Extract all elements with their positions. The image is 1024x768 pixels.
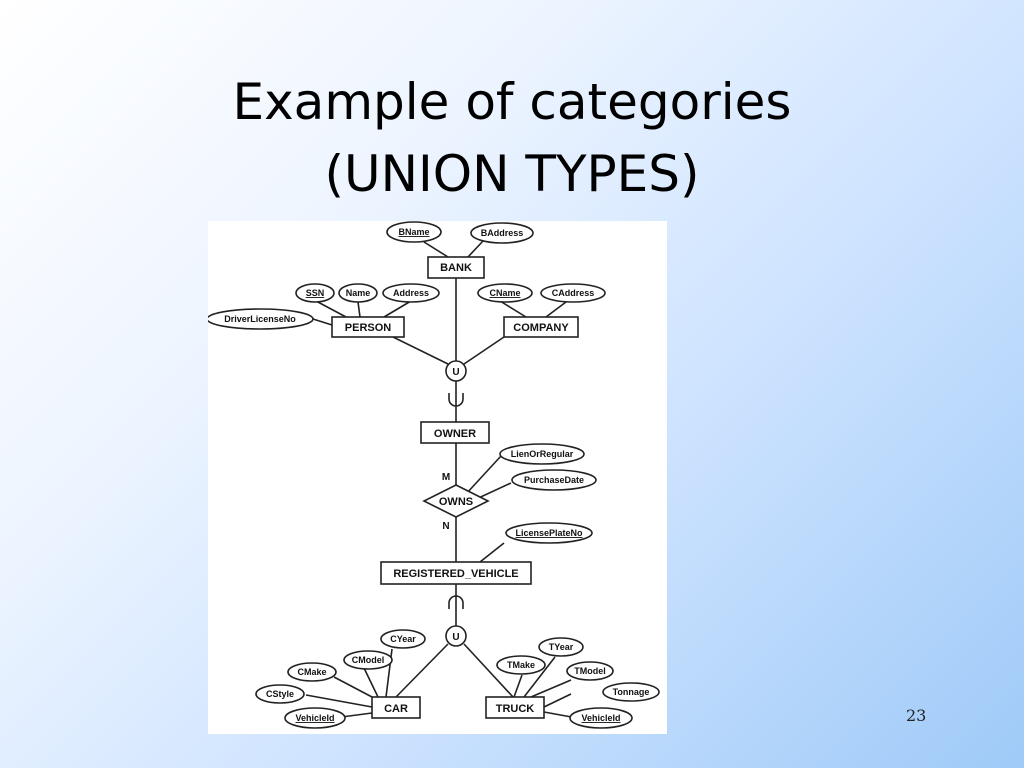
attr-tyear-label: TYear bbox=[549, 642, 574, 652]
attr-baddress-ellipse bbox=[470, 222, 534, 244]
connector bbox=[392, 336, 449, 365]
attr-name-label: Name bbox=[346, 288, 371, 298]
connector bbox=[463, 643, 514, 698]
relationship-owns-label: OWNS bbox=[439, 496, 473, 508]
connector bbox=[523, 656, 556, 698]
attr-lien-or-regular-label: LienOrRegular bbox=[511, 449, 574, 459]
connector bbox=[463, 336, 505, 365]
cardinality-m: M bbox=[442, 472, 450, 483]
subset-symbol-owner bbox=[448, 393, 464, 407]
entity-owner-label: OWNER bbox=[434, 428, 476, 440]
attr-address-ellipse bbox=[382, 283, 440, 303]
attr-cname-label: CName bbox=[489, 288, 520, 298]
union-circle-vehicle bbox=[445, 625, 467, 647]
attr-purchase-date-label: PurchaseDate bbox=[524, 475, 584, 485]
union-symbol-vehicle: U bbox=[452, 632, 459, 643]
slide-title-line-1: Example of categories bbox=[232, 73, 792, 131]
entity-registered-vehicle-box bbox=[380, 561, 532, 585]
attr-driver-license-label: DriverLicenseNo bbox=[224, 314, 296, 324]
entity-car-label: CAR bbox=[384, 703, 408, 715]
attr-lien-or-regular-ellipse bbox=[499, 443, 585, 465]
er-diagram: BANK PERSON COMPANY OWNER REGISTERED_VEH… bbox=[208, 221, 667, 734]
entity-registered-vehicle-label: REGISTERED_VEHICLE bbox=[393, 568, 518, 580]
attr-cyear-label: CYear bbox=[390, 634, 416, 644]
attr-car-vehicle-id-label: VehicleId bbox=[295, 713, 334, 723]
attr-caddress-ellipse bbox=[540, 283, 606, 303]
slide-title: Example of categories (UNION TYPES) bbox=[0, 66, 1024, 210]
attr-cname-ellipse bbox=[477, 283, 533, 303]
attr-car-vehicle-id-ellipse bbox=[284, 707, 346, 729]
connector bbox=[383, 300, 412, 318]
attr-cstyle-ellipse bbox=[255, 684, 305, 704]
entity-company-box bbox=[503, 316, 579, 338]
entity-company-label: COMPANY bbox=[513, 322, 569, 334]
attr-cstyle-label: CStyle bbox=[266, 689, 294, 699]
attr-tmake-label: TMake bbox=[507, 660, 535, 670]
entity-truck-label: TRUCK bbox=[496, 703, 535, 715]
entity-truck-box bbox=[485, 696, 545, 719]
connector bbox=[305, 694, 373, 708]
attr-truck-vehicle-id-label: VehicleId bbox=[581, 713, 620, 723]
attr-cmake-label: CMake bbox=[297, 667, 326, 677]
attr-tonnage-label: Tonnage bbox=[613, 687, 650, 697]
connector bbox=[312, 318, 333, 326]
attr-purchase-date-ellipse bbox=[511, 469, 597, 491]
attr-tonnage-ellipse bbox=[602, 682, 660, 702]
cardinality-n: N bbox=[442, 521, 449, 532]
connector bbox=[499, 300, 527, 318]
attr-caddress-label: CAddress bbox=[552, 288, 595, 298]
slide-title-line-2: (UNION TYPES) bbox=[324, 145, 700, 203]
union-circle-owner bbox=[445, 360, 467, 382]
connector bbox=[363, 667, 379, 698]
entity-bank-label: BANK bbox=[440, 262, 472, 274]
attr-ssn-ellipse bbox=[295, 283, 335, 303]
connector bbox=[545, 301, 567, 318]
attr-cmake-ellipse bbox=[287, 662, 337, 682]
union-symbol-owner: U bbox=[452, 367, 459, 378]
connector bbox=[530, 679, 572, 698]
attr-ssn-label: SSN bbox=[306, 288, 325, 298]
entity-bank-box bbox=[427, 256, 485, 279]
entity-person-box bbox=[331, 316, 405, 338]
attr-name-ellipse bbox=[338, 283, 378, 303]
attr-tmake-ellipse bbox=[496, 655, 546, 675]
page-number: 23 bbox=[906, 706, 927, 725]
connector bbox=[333, 676, 373, 698]
attr-tmodel-label: TModel bbox=[574, 666, 606, 676]
entity-person-label: PERSON bbox=[345, 322, 392, 334]
connector bbox=[543, 693, 572, 708]
attr-cmodel-label: CModel bbox=[352, 655, 385, 665]
attr-license-plate-ellipse bbox=[505, 522, 593, 544]
attr-tyear-ellipse bbox=[538, 637, 584, 657]
entity-owner-box bbox=[420, 421, 490, 444]
attr-bname-ellipse bbox=[386, 221, 442, 243]
attr-address-label: Address bbox=[393, 288, 429, 298]
connector bbox=[467, 240, 484, 258]
connector bbox=[423, 241, 449, 258]
attr-bname-label: BName bbox=[398, 227, 429, 237]
attr-tmodel-ellipse bbox=[566, 661, 614, 681]
attr-cmodel-ellipse bbox=[343, 650, 393, 670]
attr-truck-vehicle-id-ellipse bbox=[569, 707, 633, 729]
connector bbox=[513, 674, 523, 698]
attr-license-plate-label: LicensePlateNo bbox=[515, 528, 583, 538]
attr-driver-license-ellipse bbox=[208, 308, 314, 330]
attr-cyear-ellipse bbox=[380, 629, 426, 649]
entity-car-box bbox=[371, 696, 421, 719]
connector bbox=[315, 300, 347, 318]
connector bbox=[465, 455, 502, 495]
connector bbox=[395, 643, 449, 698]
attr-baddress-label: BAddress bbox=[481, 228, 524, 238]
relationship-owns-diamond bbox=[422, 484, 490, 518]
connector bbox=[357, 301, 361, 318]
connector bbox=[479, 542, 505, 563]
subset-symbol-vehicle bbox=[448, 595, 464, 609]
